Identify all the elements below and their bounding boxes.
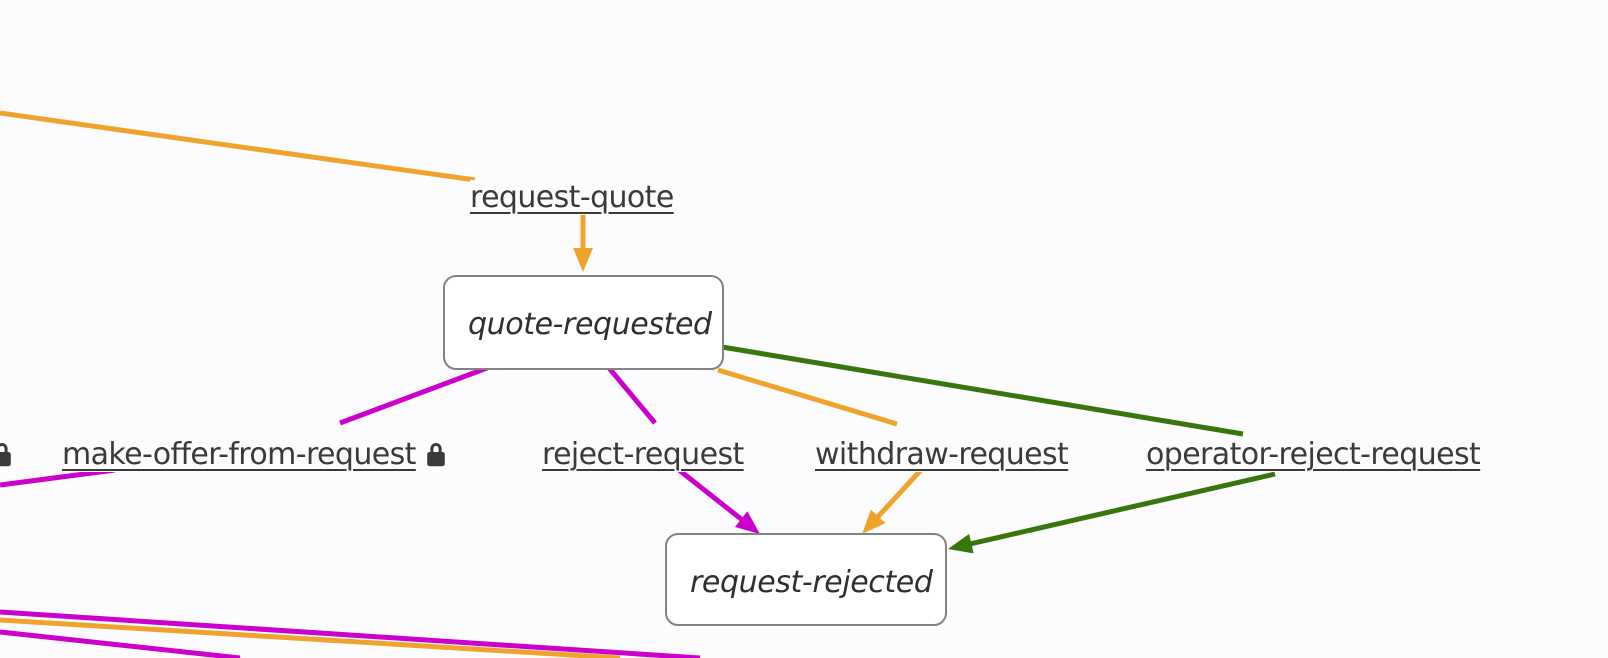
lock-icon [424, 442, 447, 468]
edge-e-quote-requested-to-make-offer [339, 365, 488, 426]
event-label-reject-request[interactable]: reject-request [542, 437, 744, 472]
edge-e-reject-request-to-request-rejected [677, 468, 749, 526]
event-label-withdraw-request[interactable]: withdraw-request [815, 437, 1069, 472]
edge-e-bottom-magenta-upper [0, 609, 701, 658]
edge-e-make-offer-outgoing-left [0, 467, 116, 488]
edge-e-bottom-magenta-lower [0, 629, 241, 658]
state-label-quote-requested: quote-requested [468, 307, 712, 342]
arrowhead-e-reject-request-to-request-rejected [734, 511, 760, 534]
edge-e-offscreen-to-request-quote [0, 110, 476, 183]
state-node-quote-requested[interactable] [443, 275, 724, 370]
state-node-request-rejected[interactable] [665, 533, 947, 626]
arrowhead-e-operator-reject-to-request-rejected [948, 533, 974, 554]
edge-e-operator-reject-to-request-rejected [964, 471, 1276, 548]
arrowhead-e-withdraw-request-to-request-rejected [862, 509, 886, 534]
edge-e-withdraw-request-to-request-rejected [871, 468, 923, 524]
edge-e-quote-requested-to-reject-request [607, 366, 657, 425]
event-label-operator-reject-request[interactable]: operator-reject-request [1146, 437, 1481, 472]
lock-icon [0, 442, 13, 468]
arrowhead-e-request-quote-to-quote-requested [573, 248, 593, 272]
edge-e-quote-requested-to-withdraw-request [717, 367, 898, 427]
edge-e-bottom-orange [0, 617, 621, 658]
event-label-request-quote[interactable]: request-quote [470, 180, 674, 215]
state-label-request-rejected: request-rejected [690, 565, 933, 600]
edge-e-quote-requested-to-operator-reject [721, 344, 1244, 437]
event-label-make-offer-from-request[interactable]: make-offer-from-request [62, 437, 416, 472]
